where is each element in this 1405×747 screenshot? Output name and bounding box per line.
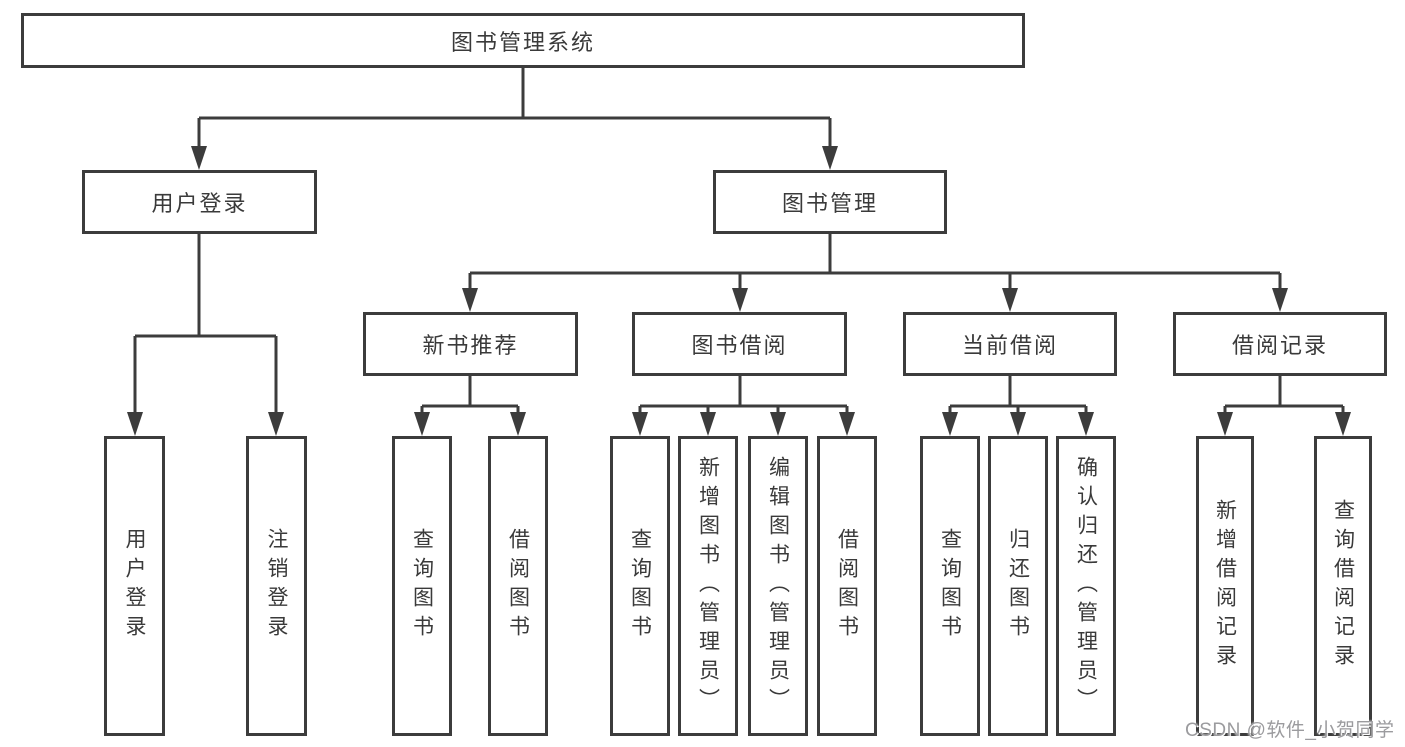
leaf-add-borrow-record: 新增借阅记录 [1196,436,1254,736]
leaf-label: 新增图书（管理员） [696,455,720,717]
connector-borrow-records-children [1217,376,1351,436]
leaf-return-books: 归还图书 [988,436,1048,736]
node-new-book-rec: 新书推荐 [363,312,578,376]
leaf-label: 确认归还（管理员） [1074,455,1098,717]
node-current-borrow: 当前借阅 [903,312,1117,376]
node-user-login: 用户登录 [82,170,317,234]
leaf-label: 借阅图书 [506,528,530,644]
csdn-watermark: CSDN @软件_小贺同学 [1185,720,1395,741]
node-book-management: 图书管理 [713,170,947,234]
connector-user-login-children [127,234,284,436]
leaf-label: 查询图书 [938,528,962,644]
node-book-borrow: 图书借阅 [632,312,847,376]
leaf-query-books-rec: 查询图书 [392,436,452,736]
connector-book-borrow-children [632,376,855,436]
leaf-label: 借阅图书 [835,528,859,644]
leaf-query-borrow-record: 查询借阅记录 [1314,436,1372,736]
leaf-confirm-return-admin: 确认归还（管理员） [1056,436,1116,736]
leaf-add-books-admin: 新增图书（管理员） [678,436,738,736]
leaf-edit-books-admin: 编辑图书（管理员） [748,436,808,736]
leaf-label: 编辑图书（管理员） [766,455,790,717]
leaf-logout: 注销登录 [246,436,307,736]
leaf-label: 新增借阅记录 [1213,499,1237,673]
leaf-label: 注销登录 [265,528,288,644]
connector-book-management-to-level3 [462,234,1288,312]
connector-root-to-level2 [191,68,838,170]
leaf-label: 归还图书 [1006,528,1030,644]
leaf-user-login: 用户登录 [104,436,165,736]
leaf-query-books-borrow: 查询图书 [610,436,670,736]
leaf-label: 查询图书 [628,528,652,644]
leaf-label: 查询图书 [410,528,434,644]
connector-new-book-rec-children [414,376,526,436]
leaf-borrow-books-rec: 借阅图书 [488,436,548,736]
node-root: 图书管理系统 [21,13,1025,68]
connector-current-borrow-children [942,376,1094,436]
leaf-label: 查询借阅记录 [1331,499,1355,673]
leaf-label: 用户登录 [123,528,146,644]
node-borrow-records: 借阅记录 [1173,312,1387,376]
leaf-query-books-current: 查询图书 [920,436,980,736]
leaf-borrow-books: 借阅图书 [817,436,877,736]
